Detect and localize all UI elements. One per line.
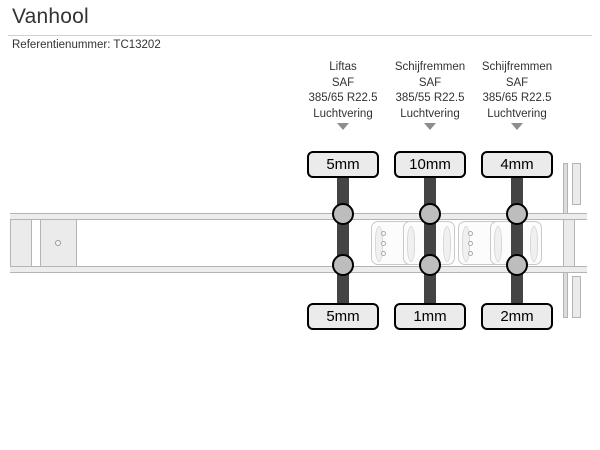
hanger-hole-icon [468, 231, 473, 236]
arrow-down-icon [337, 123, 349, 130]
axle-bar-2 [424, 178, 436, 308]
page-title: Vanhool [12, 5, 89, 28]
front-crossbar-bottom [556, 266, 587, 273]
tyre-depth-axle2-top: 10mm [394, 151, 466, 178]
axle-bar-3 [511, 178, 523, 308]
wheel-icon-axle3-right [506, 254, 528, 276]
hanger-hole-icon [468, 241, 473, 246]
hanger-hole-icon [381, 231, 386, 236]
axle-annotation-3: Schijfremmen SAF 385/65 R22.5 Luchtverin… [468, 60, 566, 130]
axle-1-tyre-size: 385/65 R22.5 [308, 92, 378, 104]
page-header: Vanhool Referentienummer: TC13202 [0, 0, 600, 51]
wheel-icon-axle1-left [332, 203, 354, 225]
arrow-down-icon [511, 123, 523, 130]
wheel-icon-axle2-right [419, 254, 441, 276]
front-crossbar-top [556, 213, 587, 220]
rear-panel-left [11, 219, 31, 267]
rear-divider-1 [31, 219, 32, 267]
tyre-depth-axle3-bottom: 2mm [481, 303, 553, 330]
hanger-waist-right [530, 226, 538, 262]
wheel-icon-axle2-left [419, 203, 441, 225]
hanger-waist-right [443, 226, 451, 262]
arrow-down-icon [424, 123, 436, 130]
axle-3-suspension: Luchtvering [487, 107, 547, 120]
axle-1-brand: SAF [331, 76, 355, 89]
header-divider [8, 35, 592, 36]
reference-number: Referentienummer: TC13202 [12, 39, 161, 51]
wheel-icon-axle3-left [506, 203, 528, 225]
axle-annotation-1: Liftas SAF 385/65 R22.5 Luchtvering [294, 60, 392, 130]
axle-3-brand: SAF [505, 76, 529, 89]
kingpin-plate [563, 219, 575, 267]
axle-3-type: Schijfremmen [481, 61, 553, 73]
axle-1-suspension: Luchtvering [313, 107, 373, 120]
axle-3-tyre-size: 385/65 R22.5 [482, 92, 552, 104]
axle-2-tyre-size: 385/55 R22.5 [395, 92, 465, 104]
chassis-rail-bottom [10, 266, 558, 273]
chassis-rail-top [10, 213, 558, 220]
hanger-waist-left [494, 226, 502, 262]
front-support-leg-bottom [572, 276, 581, 318]
tyre-depth-axle2-bottom: 1mm [394, 303, 466, 330]
axle-1-type: Liftas [329, 61, 357, 73]
hanger-waist-left [407, 226, 415, 262]
front-support-leg-top [572, 163, 581, 205]
tyre-depth-axle3-top: 4mm [481, 151, 553, 178]
tyre-depth-axle1-bottom: 5mm [307, 303, 379, 330]
tyre-depth-axle1-top: 5mm [307, 151, 379, 178]
axle-bar-1 [337, 178, 349, 308]
axle-2-brand: SAF [418, 76, 442, 89]
hanger-hole-icon [381, 241, 386, 246]
rear-bolt-icon [55, 240, 61, 246]
axle-2-suspension: Luchtvering [400, 107, 460, 120]
wheel-icon-axle1-right [332, 254, 354, 276]
hanger-hole-icon [468, 251, 473, 256]
axle-2-type: Schijfremmen [394, 61, 466, 73]
hanger-hole-icon [381, 251, 386, 256]
axle-annotation-2: Schijfremmen SAF 385/55 R22.5 Luchtverin… [381, 60, 479, 130]
